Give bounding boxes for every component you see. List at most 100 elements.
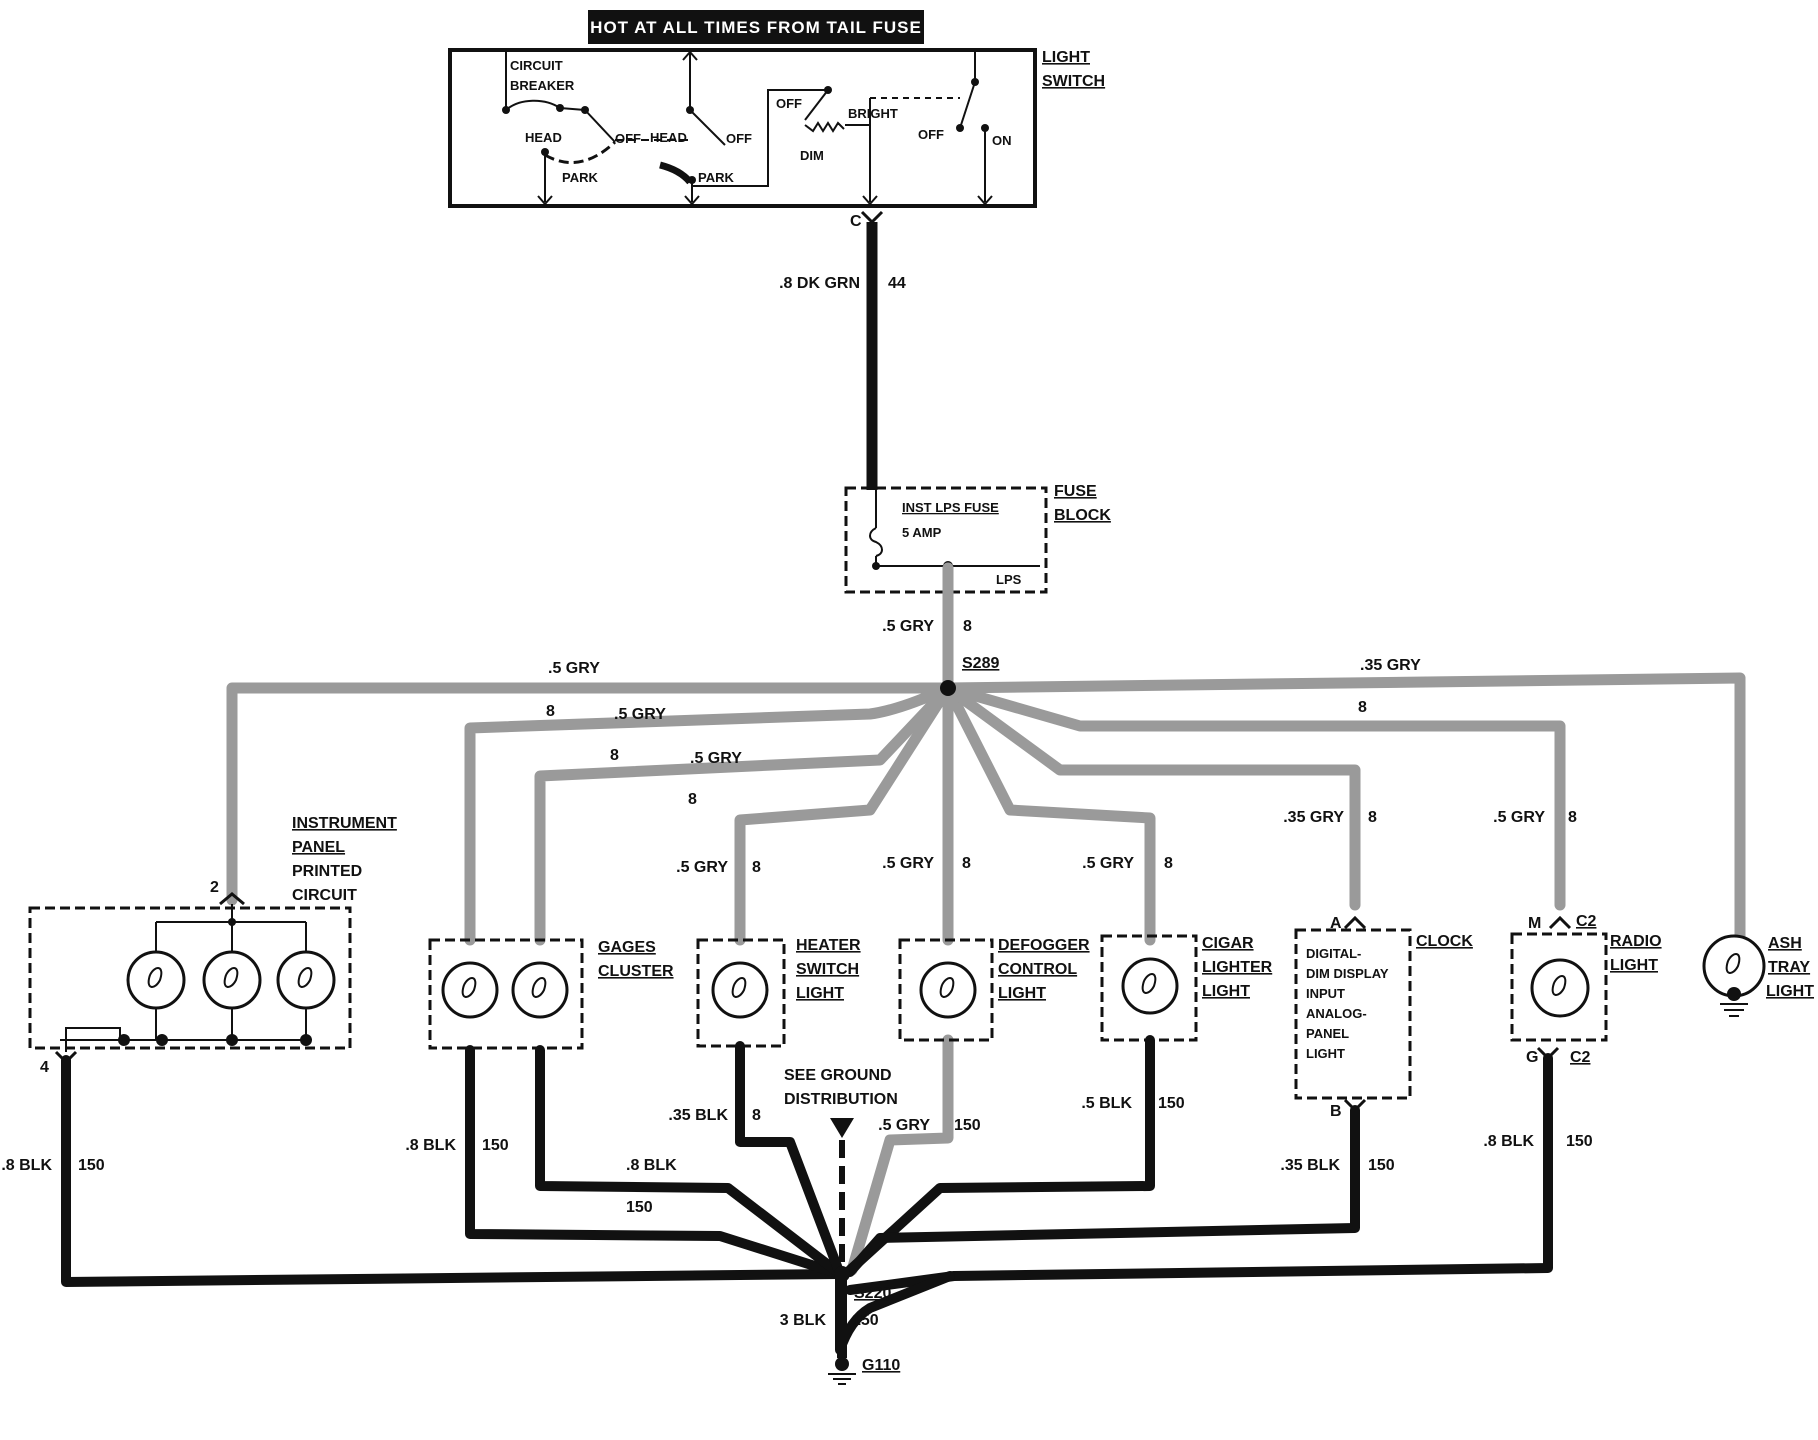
ip-pin-top: 2 [210,879,219,896]
ip-label-3: PRINTED [292,863,362,880]
heater-label-3: LIGHT [796,985,844,1002]
see-ground-label-2: DISTRIBUTION [784,1091,898,1108]
heater-wire-circuit: 8 [752,859,761,876]
heater-ground-gauge: .35 BLK [668,1107,728,1124]
cigar-label-2: LIGHTER [1202,959,1273,976]
fuse-block-title-1: FUSE [1054,483,1097,500]
radio-wire-circuit: 8 [1568,809,1577,826]
radio-ground-circuit: 150 [1566,1133,1593,1150]
head-label-1: HEAD [525,130,562,145]
clock-feed-wire [942,682,1361,911]
clock-ground-circuit: 150 [1368,1157,1395,1174]
gages-label-1: GAGES [598,939,656,956]
clock-body-1: DIGITAL- [1306,946,1361,961]
ash-label-2: TRAY [1768,959,1810,976]
clock-wire-circuit: 8 [1368,809,1377,826]
radio-feed-wire [942,682,1566,911]
light-switch-terminal-c: C [850,213,862,230]
gages-feed-wire-2 [534,682,954,946]
gages1-wire-circuit: 8 [610,747,619,764]
main-ground-gauge: 3 BLK [780,1312,827,1329]
ip-ground-circuit: 150 [78,1157,105,1174]
cigar-feed-wire [942,682,1156,946]
ash-label-1: ASH [1768,935,1802,952]
heater-switch-light: HEATER SWITCH LIGHT [696,937,861,1048]
defogger-wire-circuit: 8 [962,855,971,872]
ip-pin-bottom: 4 [40,1059,49,1076]
cigar-wire-circuit: 8 [1164,855,1173,872]
radio-conn-top: C2 [1576,913,1597,930]
cigar-label-3: LIGHT [1202,983,1250,1000]
radio-pin-m: M [1528,915,1541,932]
off-label-1: OFF [615,131,641,146]
clock-body-3: INPUT [1306,986,1345,1001]
ip-label-4: CIRCUIT [292,887,357,904]
clock-body-6: LIGHT [1306,1046,1345,1061]
light-switch-title-1: LIGHT [1042,49,1090,66]
park-label-2: PARK [698,170,734,185]
off-label-3: OFF [776,96,802,111]
heater-label-1: HEATER [796,937,861,954]
ash-label-3: LIGHT [1766,983,1814,1000]
ip-ground-gauge: .8 BLK [1,1157,52,1174]
fuse-out-gauge: .5 GRY [882,618,934,635]
ip-label-2: PANEL [292,839,345,856]
cigar-ground-wire [845,1035,1155,1275]
bright-label: BRIGHT [848,106,898,121]
ip-wire-gauge: .5 GRY [548,660,600,677]
radio-label-2: LIGHT [1610,957,1658,974]
heater-feed-wire [734,682,954,946]
ip-label-1: INSTRUMENT [292,815,397,832]
off-label-2: OFF [726,131,752,146]
gages-ground-wire-1 [465,1045,845,1279]
see-ground-label-1: SEE GROUND [784,1067,892,1084]
ground-wires [61,1035,1553,1385]
gages-ground-wire-2 [535,1045,845,1279]
ip-ground-wire [61,1055,845,1287]
splice-s220-label: S220 [854,1285,891,1302]
cigar-ground-circuit: 150 [1158,1095,1185,1112]
radio-pin-g: G [1526,1049,1538,1066]
defogger-ground-gauge: .5 GRY [878,1117,930,1134]
clock-pin-b: B [1330,1103,1342,1120]
gages2-wire-circuit: 8 [688,791,697,808]
header-text: HOT AT ALL TIMES FROM TAIL FUSE [590,18,922,37]
radio-label-1: RADIO [1610,933,1662,950]
clock-ground-wire [845,1105,1360,1277]
header-label: HOT AT ALL TIMES FROM TAIL FUSE [588,10,924,44]
ip-bulb-2 [202,950,262,1010]
gages1-wire-gauge: .5 GRY [614,706,666,723]
cigar-label-1: CIGAR [1202,935,1254,952]
light-switch-title-2: SWITCH [1042,73,1105,90]
cigar-ground-gauge: .5 BLK [1081,1095,1132,1112]
clock-body-2: DIM DISPLAY [1306,966,1389,981]
defogger-ground-wire [846,1034,954,1276]
ip-wire-circuit: 8 [546,703,555,720]
main-ground-circuit: 150 [852,1312,879,1329]
dim-label: DIM [800,148,824,163]
clock-ground-gauge: .35 BLK [1280,1157,1340,1174]
feed-wire-gauge: .8 DK GRN [779,275,860,292]
ash-tray-light: ASH TRAY LIGHT [1702,934,1814,1017]
clock-title: CLOCK [1416,933,1473,950]
park-label-1: PARK [562,170,598,185]
cigar-lighter-light: CIGAR LIGHTER LIGHT [1100,934,1273,1042]
defogger-wire-gauge: .5 GRY [882,855,934,872]
circuit-breaker-label-1: CIRCUIT [510,58,563,73]
ash-wire-gauge: .35 GRY [1360,657,1421,674]
radio-wire-gauge: .5 GRY [1493,809,1545,826]
ash-wire-circuit: 8 [1358,699,1367,716]
splice-s289 [940,680,956,696]
on-label: ON [992,133,1012,148]
radio-conn-bottom: C2 [1570,1049,1591,1066]
light-switch: CIRCUIT BREAKER HEAD OFF PARK HEAD OFF P… [448,48,1105,230]
fuse-block-title-2: BLOCK [1054,507,1111,524]
off-label-4: OFF [918,127,944,142]
heater-label-2: SWITCH [796,961,859,978]
gages-cluster: GAGES CLUSTER [428,938,674,1050]
clock: A B DIGITAL- DIM DISPLAY INPUT ANALOG- P… [1294,915,1473,1120]
circuit-breaker-label-2: BREAKER [510,78,575,93]
fuse-out-circuit: 8 [963,618,972,635]
radio-ground-wire [845,1053,1553,1295]
